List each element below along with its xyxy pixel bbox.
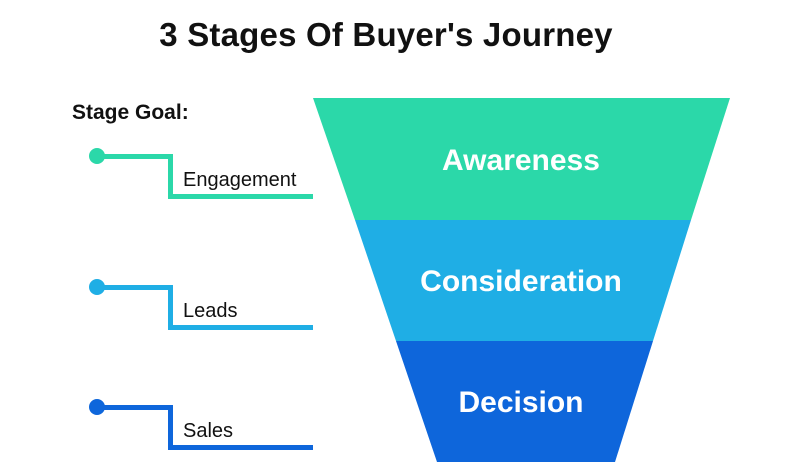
funnel-stage-consideration-shape [355, 220, 691, 341]
funnel-stage-awareness-shape [313, 98, 730, 220]
sales-connector-line [168, 405, 173, 450]
sales-label: Sales [183, 420, 234, 442]
stage-goal-sales: Sales [0, 399, 320, 459]
funnel-stage-awareness-label: Awareness [442, 144, 600, 177]
funnel-stage-decision-label: Decision [458, 386, 583, 419]
leads-connector-line [168, 285, 173, 330]
stage-goal-leads: Leads [0, 279, 320, 339]
sales-connector-line [97, 405, 173, 410]
sales-connector-line [168, 445, 313, 450]
leads-label: Leads [183, 300, 238, 322]
stage-goal-engagement: Engagement [0, 148, 320, 208]
engagement-connector-line [168, 194, 313, 199]
leads-connector-line [168, 325, 313, 330]
engagement-label: Engagement [183, 169, 297, 191]
leads-connector-line [97, 285, 173, 290]
funnel-stage-decision-shape [396, 341, 653, 462]
stage-goal-heading: Stage Goal: [72, 101, 189, 124]
engagement-connector-line [168, 154, 173, 199]
engagement-connector-line [97, 154, 173, 159]
page-title: 3 Stages Of Buyer's Journey [159, 16, 613, 53]
funnel-stage-consideration-label: Consideration [420, 265, 622, 298]
